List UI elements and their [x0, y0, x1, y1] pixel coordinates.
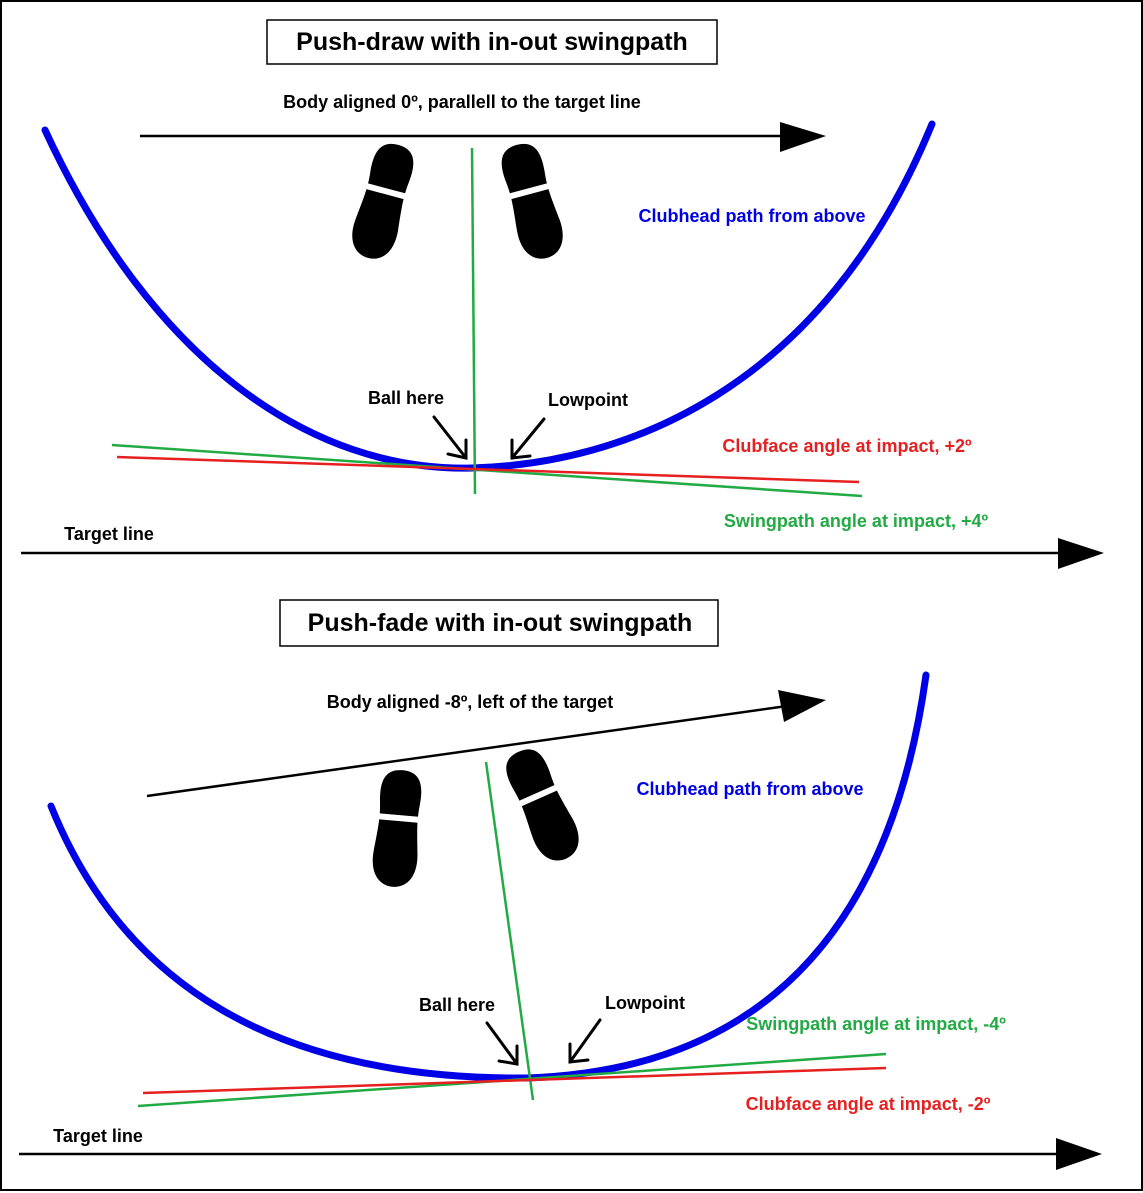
bottom-target-line-label: Target line	[53, 1126, 143, 1146]
top-lowpoint-arrow-icon	[510, 417, 546, 460]
bottom-ball-here-label: Ball here	[419, 995, 495, 1015]
top-title: Push-draw with in-out swingpath	[296, 28, 688, 56]
top-ball-here-label: Ball here	[368, 388, 444, 408]
top-left-footprint-icon	[344, 138, 422, 265]
top-right-footprint-icon	[493, 138, 571, 265]
top-panel: Push-draw with in-out swingpath Body ali…	[21, 19, 1104, 569]
bottom-lowpoint-arrow-icon	[568, 1018, 602, 1064]
top-clubface-line	[116, 455, 860, 484]
top-clubface-label: Clubface angle at impact, +2º	[722, 436, 972, 456]
bottom-swingpath-label: Swingpath angle at impact, -4º	[746, 1014, 1006, 1034]
bottom-body-arrow-icon	[146, 690, 826, 798]
top-ball-position-line	[470, 147, 477, 495]
bottom-target-arrow-icon	[19, 1138, 1102, 1170]
top-body-arrow-icon	[140, 122, 826, 152]
top-ball-arrow-icon	[432, 415, 468, 460]
bottom-right-footprint-icon	[496, 741, 589, 869]
top-body-alignment-label: Body aligned 0º, parallell to the target…	[283, 92, 641, 112]
bottom-panel: Push-fade with in-out swingpath Body ali…	[19, 599, 1102, 1170]
bottom-clubface-line	[142, 1066, 887, 1095]
top-clubhead-path-label: Clubhead path from above	[638, 206, 865, 226]
bottom-title-box	[279, 599, 719, 647]
bottom-title: Push-fade with in-out swingpath	[308, 609, 693, 637]
top-target-line-label: Target line	[64, 524, 154, 544]
top-target-arrow-icon	[21, 538, 1104, 569]
bottom-ball-position-line	[484, 761, 535, 1101]
bottom-clubface-label: Clubface angle at impact, -2º	[746, 1094, 991, 1114]
top-swingpath-label: Swingpath angle at impact, +4º	[724, 511, 989, 531]
bottom-ball-arrow-icon	[485, 1021, 519, 1066]
top-clubhead-path	[41, 120, 936, 472]
bottom-clubhead-path-label: Clubhead path from above	[636, 779, 863, 799]
bottom-left-footprint-icon	[368, 768, 427, 889]
top-lowpoint-label: Lowpoint	[548, 390, 628, 410]
bottom-body-alignment-label: Body aligned -8º, left of the target	[327, 692, 614, 712]
bottom-lowpoint-label: Lowpoint	[605, 993, 685, 1013]
top-title-box	[266, 19, 718, 65]
